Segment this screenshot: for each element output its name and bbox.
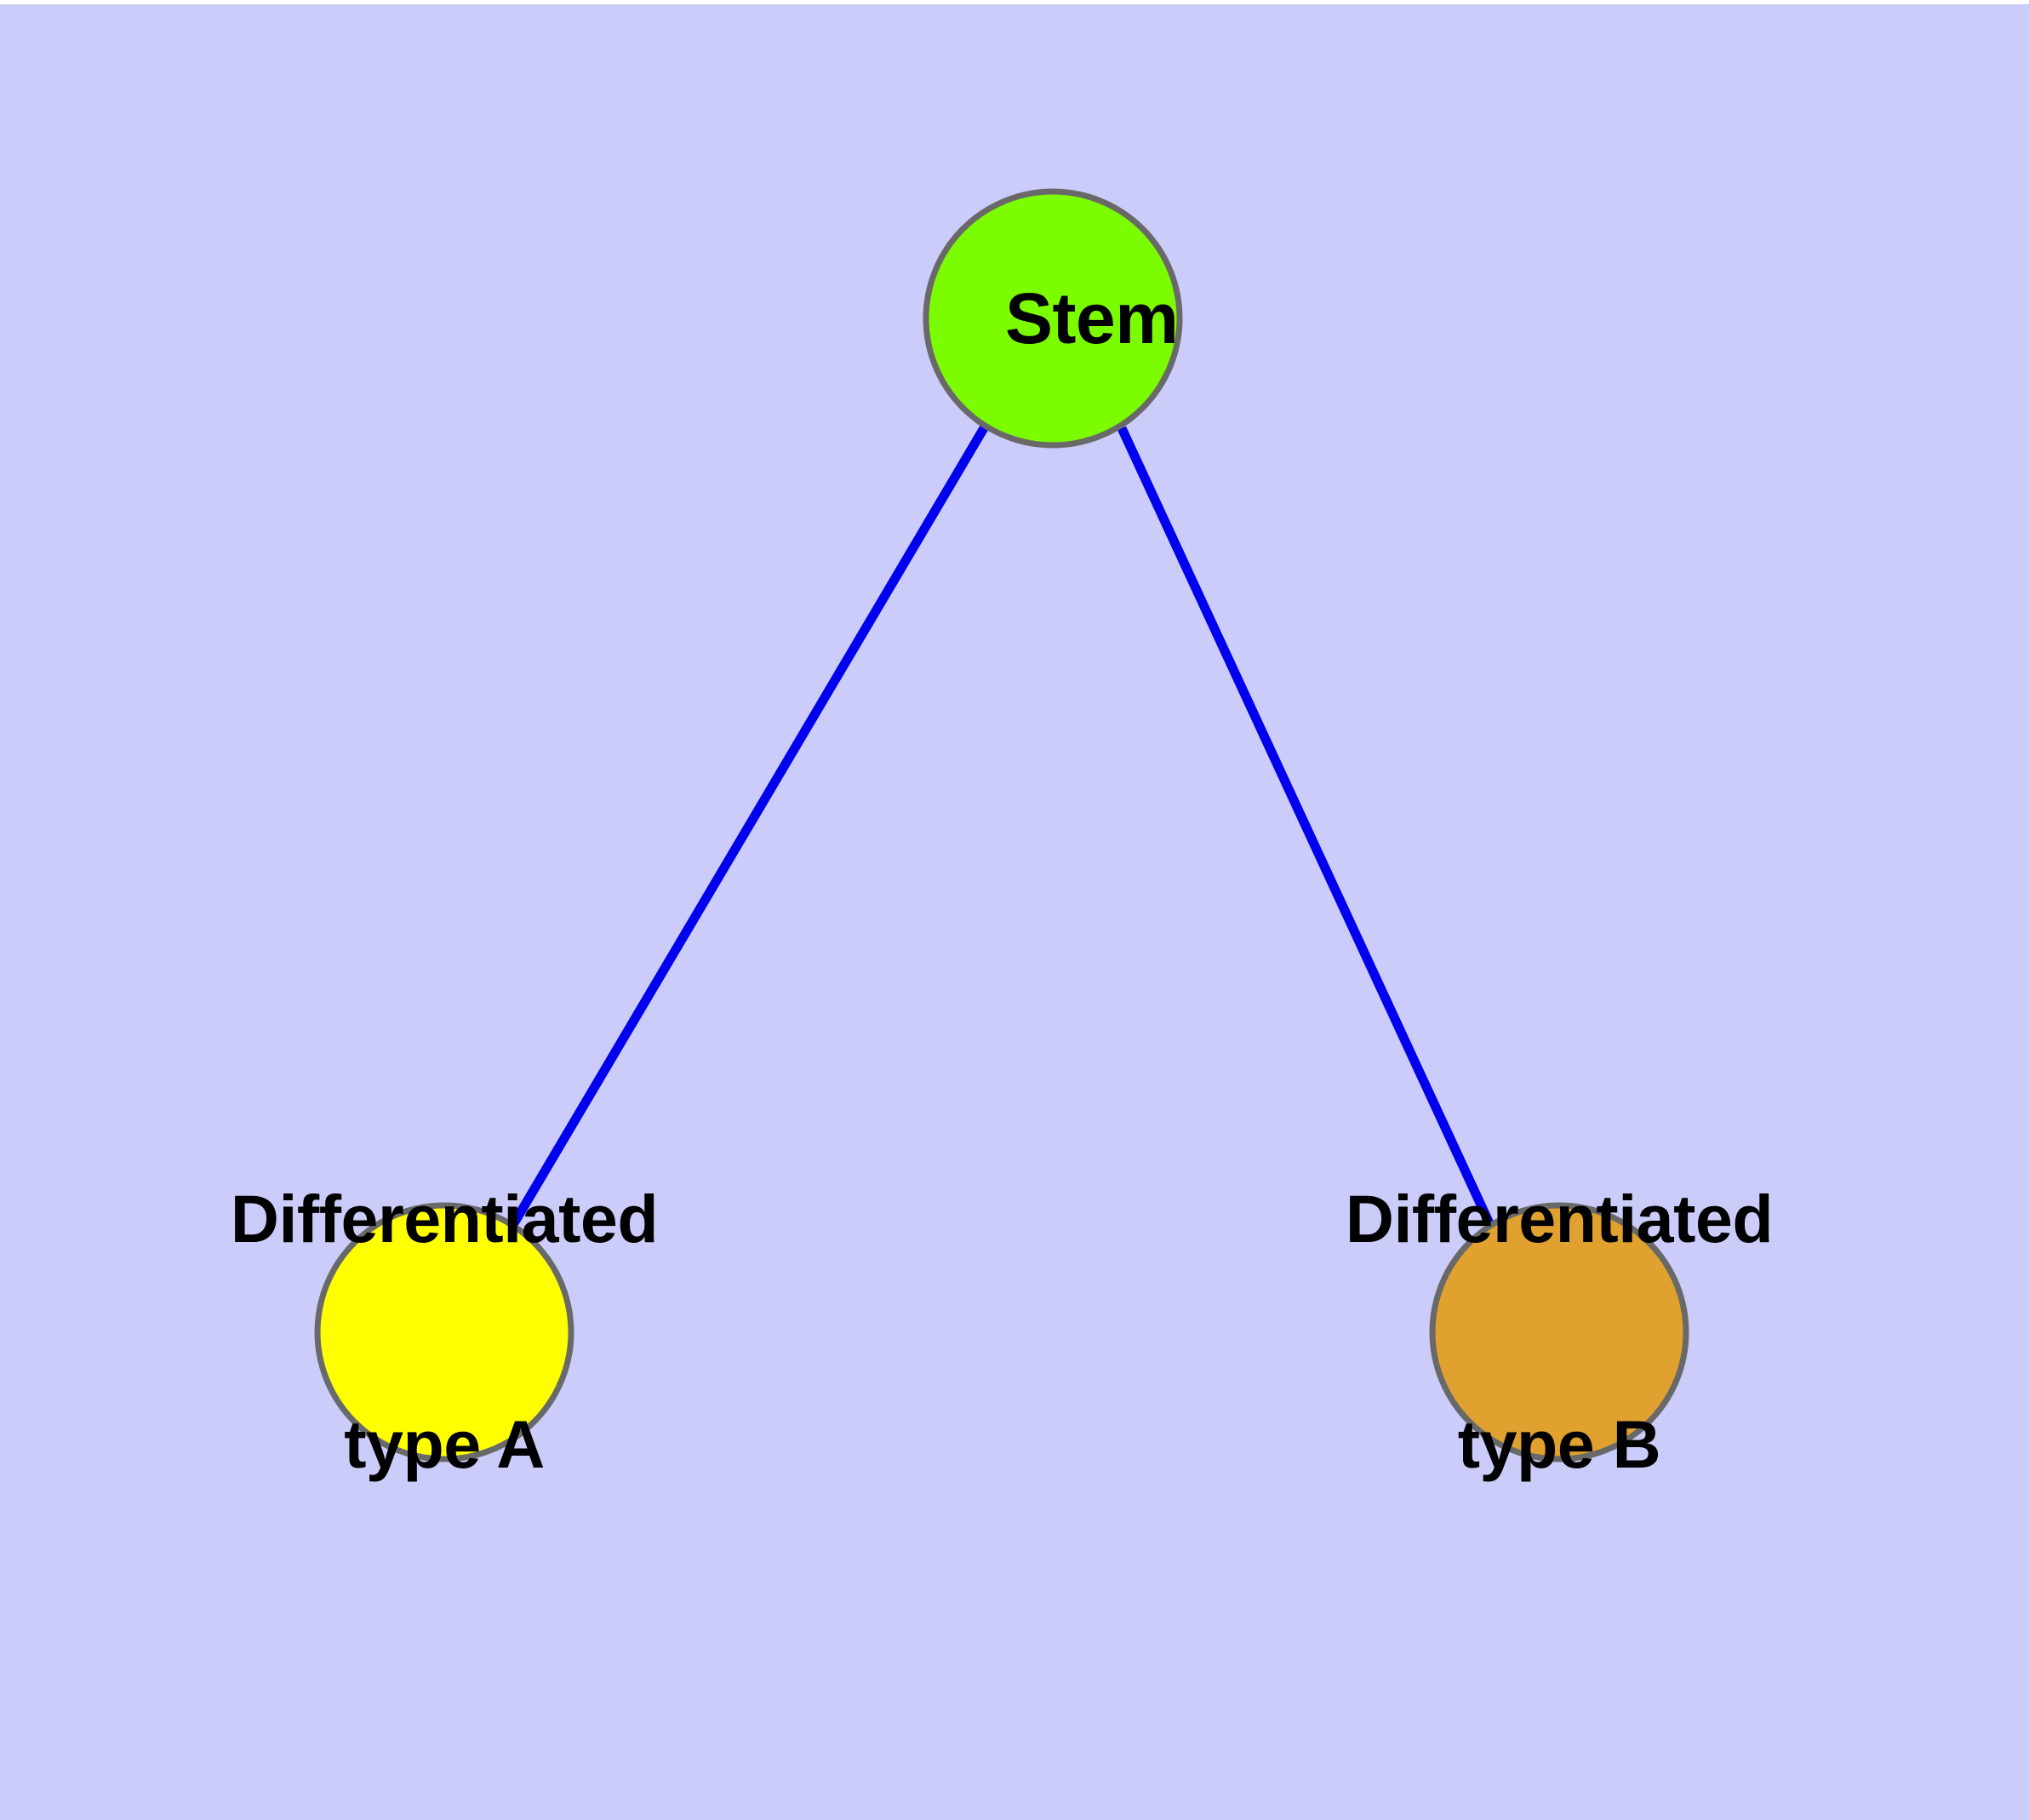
node-circle-diff-a[interactable] (314, 1202, 574, 1462)
edge-stem-to-diff-b (1117, 426, 1494, 1226)
edge-stem-to-diff-a (510, 426, 988, 1226)
graph-svg (314, 188, 1689, 1462)
graph-canvas: Stem Differentiated type A Differentiate… (0, 4, 2029, 1820)
node-layer (314, 188, 1689, 1462)
node-circle-stem[interactable] (923, 188, 1183, 449)
node-circle-diff-b[interactable] (1429, 1202, 1689, 1462)
edge-layer (510, 426, 1494, 1226)
